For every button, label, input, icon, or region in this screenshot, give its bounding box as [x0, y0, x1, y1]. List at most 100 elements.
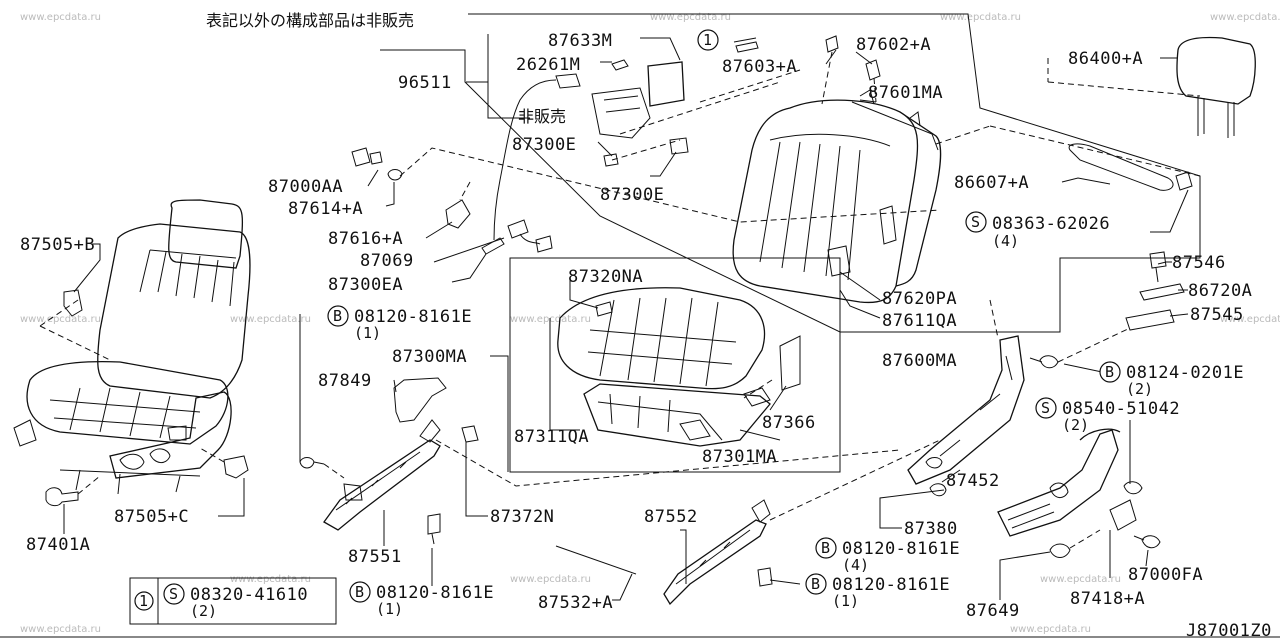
- svg-text:08540-51042: 08540-51042: [1062, 399, 1180, 419]
- label-87401a: 87401A: [26, 535, 90, 555]
- svg-text:(1): (1): [832, 592, 859, 610]
- bolt-87401a: [45, 487, 79, 507]
- label-87300ea: 87300EA: [328, 275, 403, 295]
- svg-text:S: S: [169, 585, 178, 603]
- seat-back-87601ma: [732, 89, 942, 304]
- cushion-group-box: [509, 257, 841, 473]
- label-87000fa: 87000FA: [1128, 565, 1203, 585]
- label-87611qa: 87611QA: [882, 311, 957, 331]
- label-87311qa: 87311QA: [514, 427, 589, 447]
- label-87418a: 87418+A: [1070, 589, 1145, 609]
- header-note: 表記以外の構成部品は非販売: [206, 11, 414, 30]
- screw-ref-1: [733, 37, 759, 53]
- bracket-86607a: [1068, 143, 1174, 191]
- drawing-code: J87001Z0: [1186, 621, 1272, 640]
- bolt-f2: [299, 457, 325, 469]
- svg-text:1: 1: [703, 31, 712, 49]
- screw-87000fa: [1133, 535, 1161, 549]
- clip-87300e-b: [669, 137, 689, 155]
- svg-text:www.epcdata.ru: www.epcdata.ru: [1210, 12, 1280, 23]
- bolt-f3: [1029, 355, 1059, 369]
- label-not-sold: 非販売: [518, 107, 566, 126]
- label-87300e-1: 87300E: [512, 135, 576, 155]
- bolt-f5: [929, 483, 947, 497]
- label-87600ma: 87600MA: [882, 351, 957, 371]
- label-87380: 87380: [904, 519, 958, 539]
- svg-text:B: B: [333, 307, 342, 325]
- label-87620pa: 87620PA: [882, 289, 957, 309]
- fastener-callouts: S 08363-62026 (4) B 08120-8161E (1) B 08…: [327, 29, 1244, 618]
- seat-cushion-87320na: [557, 287, 766, 390]
- svg-text:www.epcdata.ru: www.epcdata.ru: [510, 574, 591, 585]
- plate-87545: [1125, 309, 1175, 331]
- label-87614a: 87614+A: [288, 199, 363, 219]
- bolt-f6: [757, 567, 773, 587]
- clip-87372n: [461, 425, 479, 443]
- svg-text:www.epcdata.ru: www.epcdata.ru: [20, 12, 101, 23]
- clip-87602a: [865, 59, 881, 81]
- cap-87614a: [387, 169, 403, 181]
- label-87616a: 87616+A: [328, 229, 403, 249]
- svg-text:www.epcdata.ru: www.epcdata.ru: [940, 12, 1021, 23]
- svg-text:(1): (1): [354, 324, 381, 342]
- callout-f5: B 08120-8161E (4): [815, 537, 960, 574]
- headrest-86400a: [1176, 36, 1256, 138]
- label-87849: 87849: [318, 371, 372, 391]
- label-87000aa: 87000AA: [268, 177, 343, 197]
- cushion-frame-87301ma: [583, 383, 771, 447]
- clip-87300ea: [481, 237, 505, 255]
- svg-text:B: B: [811, 575, 820, 593]
- label-87603a: 87603+A: [722, 57, 797, 77]
- svg-text:08120-8161E: 08120-8161E: [842, 539, 960, 559]
- svg-text:B: B: [355, 583, 364, 601]
- screw-f4: [1123, 481, 1143, 495]
- plate-86720a: [1139, 283, 1185, 301]
- svg-text:www.epcdata.ru: www.epcdata.ru: [20, 314, 101, 325]
- harness-87633m: [647, 61, 685, 107]
- label-87301ma: 87301MA: [702, 447, 777, 467]
- label-87532a: 87532+A: [538, 593, 613, 613]
- legend-box: 1 S 08320-41610 (2): [129, 577, 337, 625]
- svg-text:08120-8161E: 08120-8161E: [832, 575, 950, 595]
- label-87452: 87452: [946, 471, 1000, 491]
- svg-text:08120-8161E: 08120-8161E: [354, 307, 472, 327]
- bolt-f7: [427, 513, 441, 545]
- harness-87069: [507, 219, 553, 253]
- bolt-87546: [1149, 251, 1167, 283]
- label-26261m: 26261M: [516, 55, 580, 75]
- label-87602a: 87602+A: [856, 35, 931, 55]
- label-87552: 87552: [644, 507, 698, 527]
- label-87320na: 87320NA: [568, 267, 643, 287]
- svg-text:B: B: [821, 539, 830, 557]
- part-labels: 87633M 26261M 96511 非販売 87603+A 87602+A …: [20, 31, 1252, 621]
- label-96511: 96511: [398, 73, 452, 93]
- svg-text:08363-62026: 08363-62026: [992, 214, 1110, 234]
- leader-lines: [63, 34, 1189, 601]
- label-87366: 87366: [762, 413, 816, 433]
- svg-text:(4): (4): [842, 556, 869, 574]
- svg-text:08124-0201E: 08124-0201E: [1126, 363, 1244, 383]
- svg-text:08320-41610: 08320-41610: [190, 585, 308, 605]
- label-86720a: 86720A: [1188, 281, 1252, 301]
- label-87505b: 87505+B: [20, 235, 95, 255]
- svg-text:(4): (4): [992, 232, 1019, 250]
- svg-text:S: S: [971, 213, 980, 231]
- svg-text:(1): (1): [376, 600, 403, 618]
- label-87601ma: 87601MA: [868, 83, 943, 103]
- cover-87616a: [445, 199, 471, 229]
- label-87649: 87649: [966, 601, 1020, 621]
- label-87505c: 87505+C: [114, 507, 189, 527]
- callout-f2: B 08120-8161E (1): [327, 305, 472, 342]
- label-87633m: 87633M: [548, 31, 612, 51]
- label-87300e-2: 87300E: [600, 185, 664, 205]
- ref-marker-1: 1: [697, 29, 719, 51]
- rail-87551: [323, 419, 441, 531]
- screw-87000aa: [351, 147, 383, 167]
- callout-f1: S 08363-62026 (4): [965, 211, 1110, 250]
- svg-text:(2): (2): [1062, 416, 1089, 434]
- rail-87552: [663, 499, 771, 606]
- callout-f6: B 08120-8161E (1): [805, 573, 950, 610]
- side-frame-87452: [907, 335, 1025, 485]
- clip-87603a: [825, 35, 839, 53]
